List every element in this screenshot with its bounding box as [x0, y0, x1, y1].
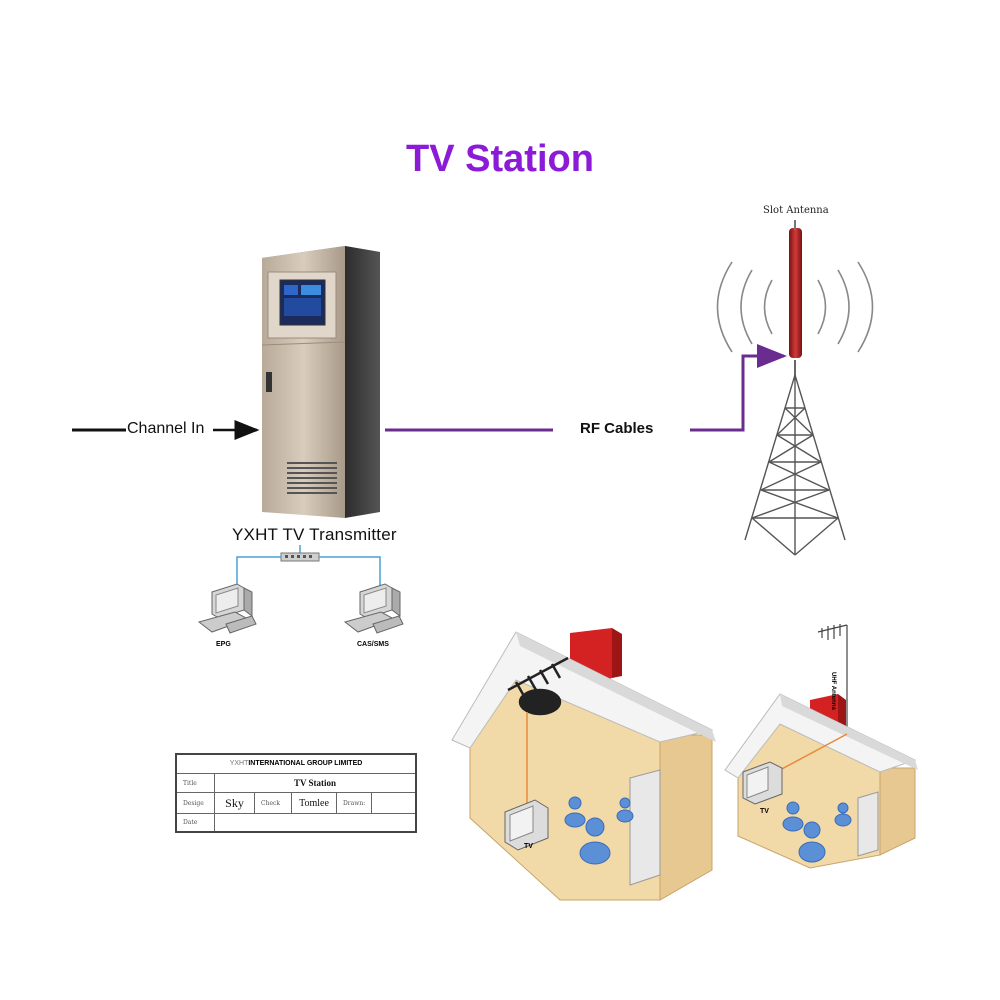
house-1	[451, 628, 716, 901]
rf-cables-label: RF Cables	[580, 420, 654, 437]
drawing-title-block: YXHTINTERNATIONAL GROUP LIMITED Title TV…	[175, 753, 417, 833]
slot-antenna-label: Slot Antenna	[763, 205, 829, 216]
title-label: Title	[177, 774, 215, 792]
slot-antenna	[789, 228, 802, 358]
tv-set-1	[504, 799, 549, 851]
uhf-antenna-label: UHF Antenna	[830, 672, 836, 710]
network-line-cas	[319, 556, 381, 590]
network-switch	[280, 545, 320, 562]
channel-in-label: Channel In	[127, 420, 205, 437]
rf-cable	[385, 344, 787, 432]
tv-label-house-2: TV	[760, 808, 769, 815]
house-2	[724, 624, 918, 869]
design-label: Desige	[177, 793, 215, 813]
title-block-company: YXHTINTERNATIONAL GROUP LIMITED	[177, 755, 415, 774]
tv-transmitter-cabinet	[261, 246, 380, 518]
signal-waves	[716, 261, 874, 353]
date-value	[215, 814, 415, 831]
title-value: TV Station	[293, 778, 337, 788]
drawn-label: Drawn:	[337, 793, 372, 813]
company-prefix: YXHT	[229, 760, 249, 767]
door-handle	[266, 372, 272, 392]
title-block-row-title: Title TV Station	[177, 774, 415, 793]
roof-antenna-2	[817, 624, 848, 732]
people-house-1	[564, 796, 634, 865]
epg-computer	[197, 583, 257, 634]
design-value: Sky	[215, 793, 255, 813]
cas-sms-computer	[343, 583, 404, 634]
check-value: Tomlee	[292, 793, 337, 813]
transmission-tower	[744, 220, 846, 556]
cas-sms-label: CAS/SMS	[357, 641, 389, 648]
network-line-epg	[236, 556, 281, 590]
title-block-row-design: Desige Sky Check Tomlee Drawn:	[177, 793, 415, 814]
date-label: Date	[177, 814, 215, 831]
drawn-value	[372, 793, 415, 813]
check-label: Check	[255, 793, 292, 813]
people-house-2	[782, 801, 852, 863]
epg-label: EPG	[216, 641, 231, 648]
title-block-row-date: Date	[177, 814, 415, 831]
diagram-title: TV Station	[406, 138, 594, 180]
roof-antenna-1	[507, 656, 569, 716]
tv-label-house-1: TV	[524, 843, 533, 850]
tv-set-2	[742, 761, 783, 805]
transmitter-label: YXHT TV Transmitter	[232, 525, 397, 544]
company-name: INTERNATIONAL GROUP LIMITED	[248, 760, 363, 767]
